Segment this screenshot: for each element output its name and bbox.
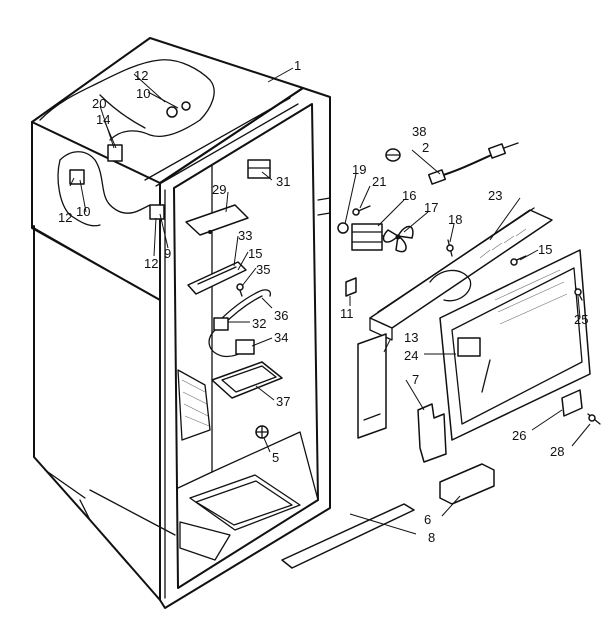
callout-37: 37 (276, 394, 290, 409)
callout-5: 5 (272, 450, 279, 465)
callout-29: 29 (212, 182, 226, 197)
wire-harness-2 (427, 142, 519, 185)
callout-15-left: 15 (248, 246, 262, 261)
control-bracket (187, 261, 247, 295)
callout-31: 31 (276, 174, 290, 189)
rear-panel (439, 249, 591, 441)
connector-9 (149, 204, 165, 220)
trim-strip-8 (281, 503, 415, 569)
callout-35: 35 (256, 262, 270, 277)
connector-14 (107, 144, 123, 162)
screw-21 (352, 205, 371, 216)
damper-5 (255, 425, 269, 439)
cabinet (31, 37, 331, 609)
clip-26 (561, 389, 583, 417)
callout-labels: 1 38 2 19 21 16 23 17 18 15 11 25 13 24 … (58, 58, 588, 545)
callout-16: 16 (402, 188, 416, 203)
screw-18 (446, 239, 454, 257)
callout-8: 8 (428, 530, 435, 545)
screw-15-right (510, 255, 527, 266)
callout-23: 23 (488, 188, 502, 203)
callout-15-right: 15 (538, 242, 552, 257)
callout-33: 33 (238, 228, 252, 243)
callout-7: 7 (412, 372, 419, 387)
screw-35 (236, 283, 244, 297)
fan-motor (351, 223, 399, 251)
callout-1: 1 (294, 58, 301, 73)
air-duct (211, 361, 283, 399)
callout-34: 34 (274, 330, 288, 345)
callout-2: 2 (422, 140, 429, 155)
callout-28: 28 (550, 444, 564, 459)
callout-26: 26 (512, 428, 526, 443)
callout-12-bottom: 12 (144, 256, 158, 271)
wiring-harness (39, 59, 215, 227)
bracket-11 (345, 277, 357, 297)
evaporator-cover (369, 207, 553, 341)
callout-10-top: 10 (136, 86, 150, 101)
callout-6: 6 (424, 512, 431, 527)
thermostat-wire (208, 317, 255, 358)
callout-20: 20 (92, 96, 106, 111)
callout-21: 21 (372, 174, 386, 189)
callout-11: 11 (340, 306, 354, 321)
plate-6 (439, 463, 495, 505)
callout-36: 36 (274, 308, 288, 323)
screw-28 (587, 413, 601, 425)
callout-38: 38 (412, 124, 426, 139)
screw-19 (337, 222, 349, 234)
callout-12-top: 12 (134, 68, 148, 83)
callout-25: 25 (574, 312, 588, 327)
callout-18: 18 (448, 212, 462, 227)
connector-38 (385, 148, 401, 162)
callout-10-left: 10 (76, 204, 90, 219)
callout-13: 13 (404, 330, 418, 345)
callout-14: 14 (96, 112, 110, 127)
baffle-7 (417, 403, 447, 463)
callout-12-left: 12 (58, 210, 72, 225)
screw-25 (574, 287, 583, 301)
panel-13 (357, 333, 387, 439)
callout-32: 32 (252, 316, 266, 331)
callout-17: 17 (424, 200, 438, 215)
callout-9: 9 (164, 246, 171, 261)
callout-24: 24 (404, 348, 418, 363)
leader-lines (69, 67, 591, 535)
callout-19: 19 (352, 162, 366, 177)
thermostat-plate (185, 204, 249, 236)
fan-blade (382, 225, 414, 253)
